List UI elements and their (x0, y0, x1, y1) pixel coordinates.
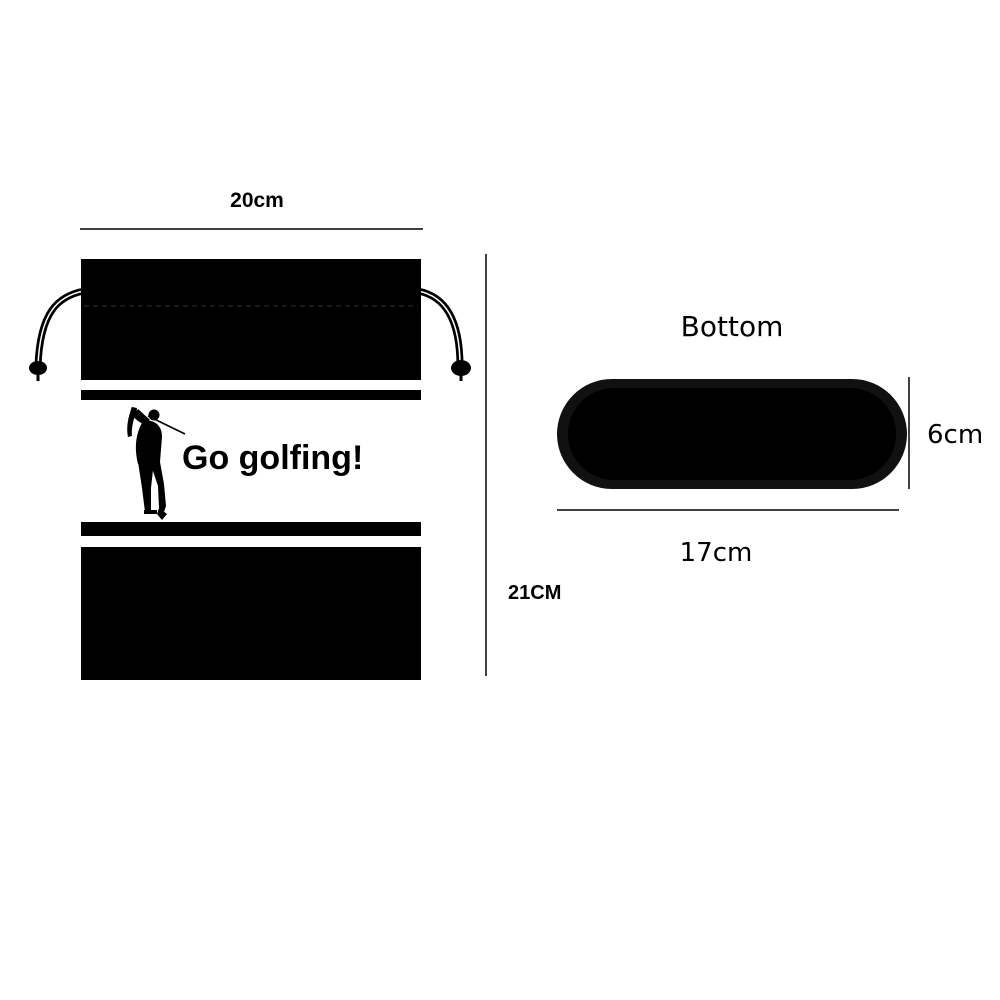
bottom-title: Bottom (681, 310, 784, 343)
bag-height-dimension: 21CM (485, 254, 561, 676)
left-cord-stopper (29, 361, 47, 375)
bottom-view: Bottom 6cm 17cm (557, 310, 983, 568)
slogan-text: Go golfing! (182, 439, 363, 477)
bottom-inner-shape (568, 388, 896, 480)
golfer-silhouette-icon (127, 407, 186, 520)
bag-height-label: 21CM (508, 582, 561, 604)
right-cord-stopper (451, 360, 471, 376)
bottom-length-label: 17cm (680, 538, 753, 568)
right-drawstring (414, 287, 464, 370)
bag-width-label: 20cm (230, 189, 284, 212)
left-drawstring-highlight (37, 290, 85, 367)
bag-width-dimension: 20cm (80, 189, 423, 230)
bottom-depth-label: 6cm (927, 420, 983, 450)
upper-stripe (81, 380, 421, 390)
lower-stripe (81, 536, 421, 547)
drawstring-bag: Go golfing! (29, 259, 471, 680)
right-drawstring-highlight (417, 290, 461, 367)
left-drawstring (34, 287, 88, 370)
